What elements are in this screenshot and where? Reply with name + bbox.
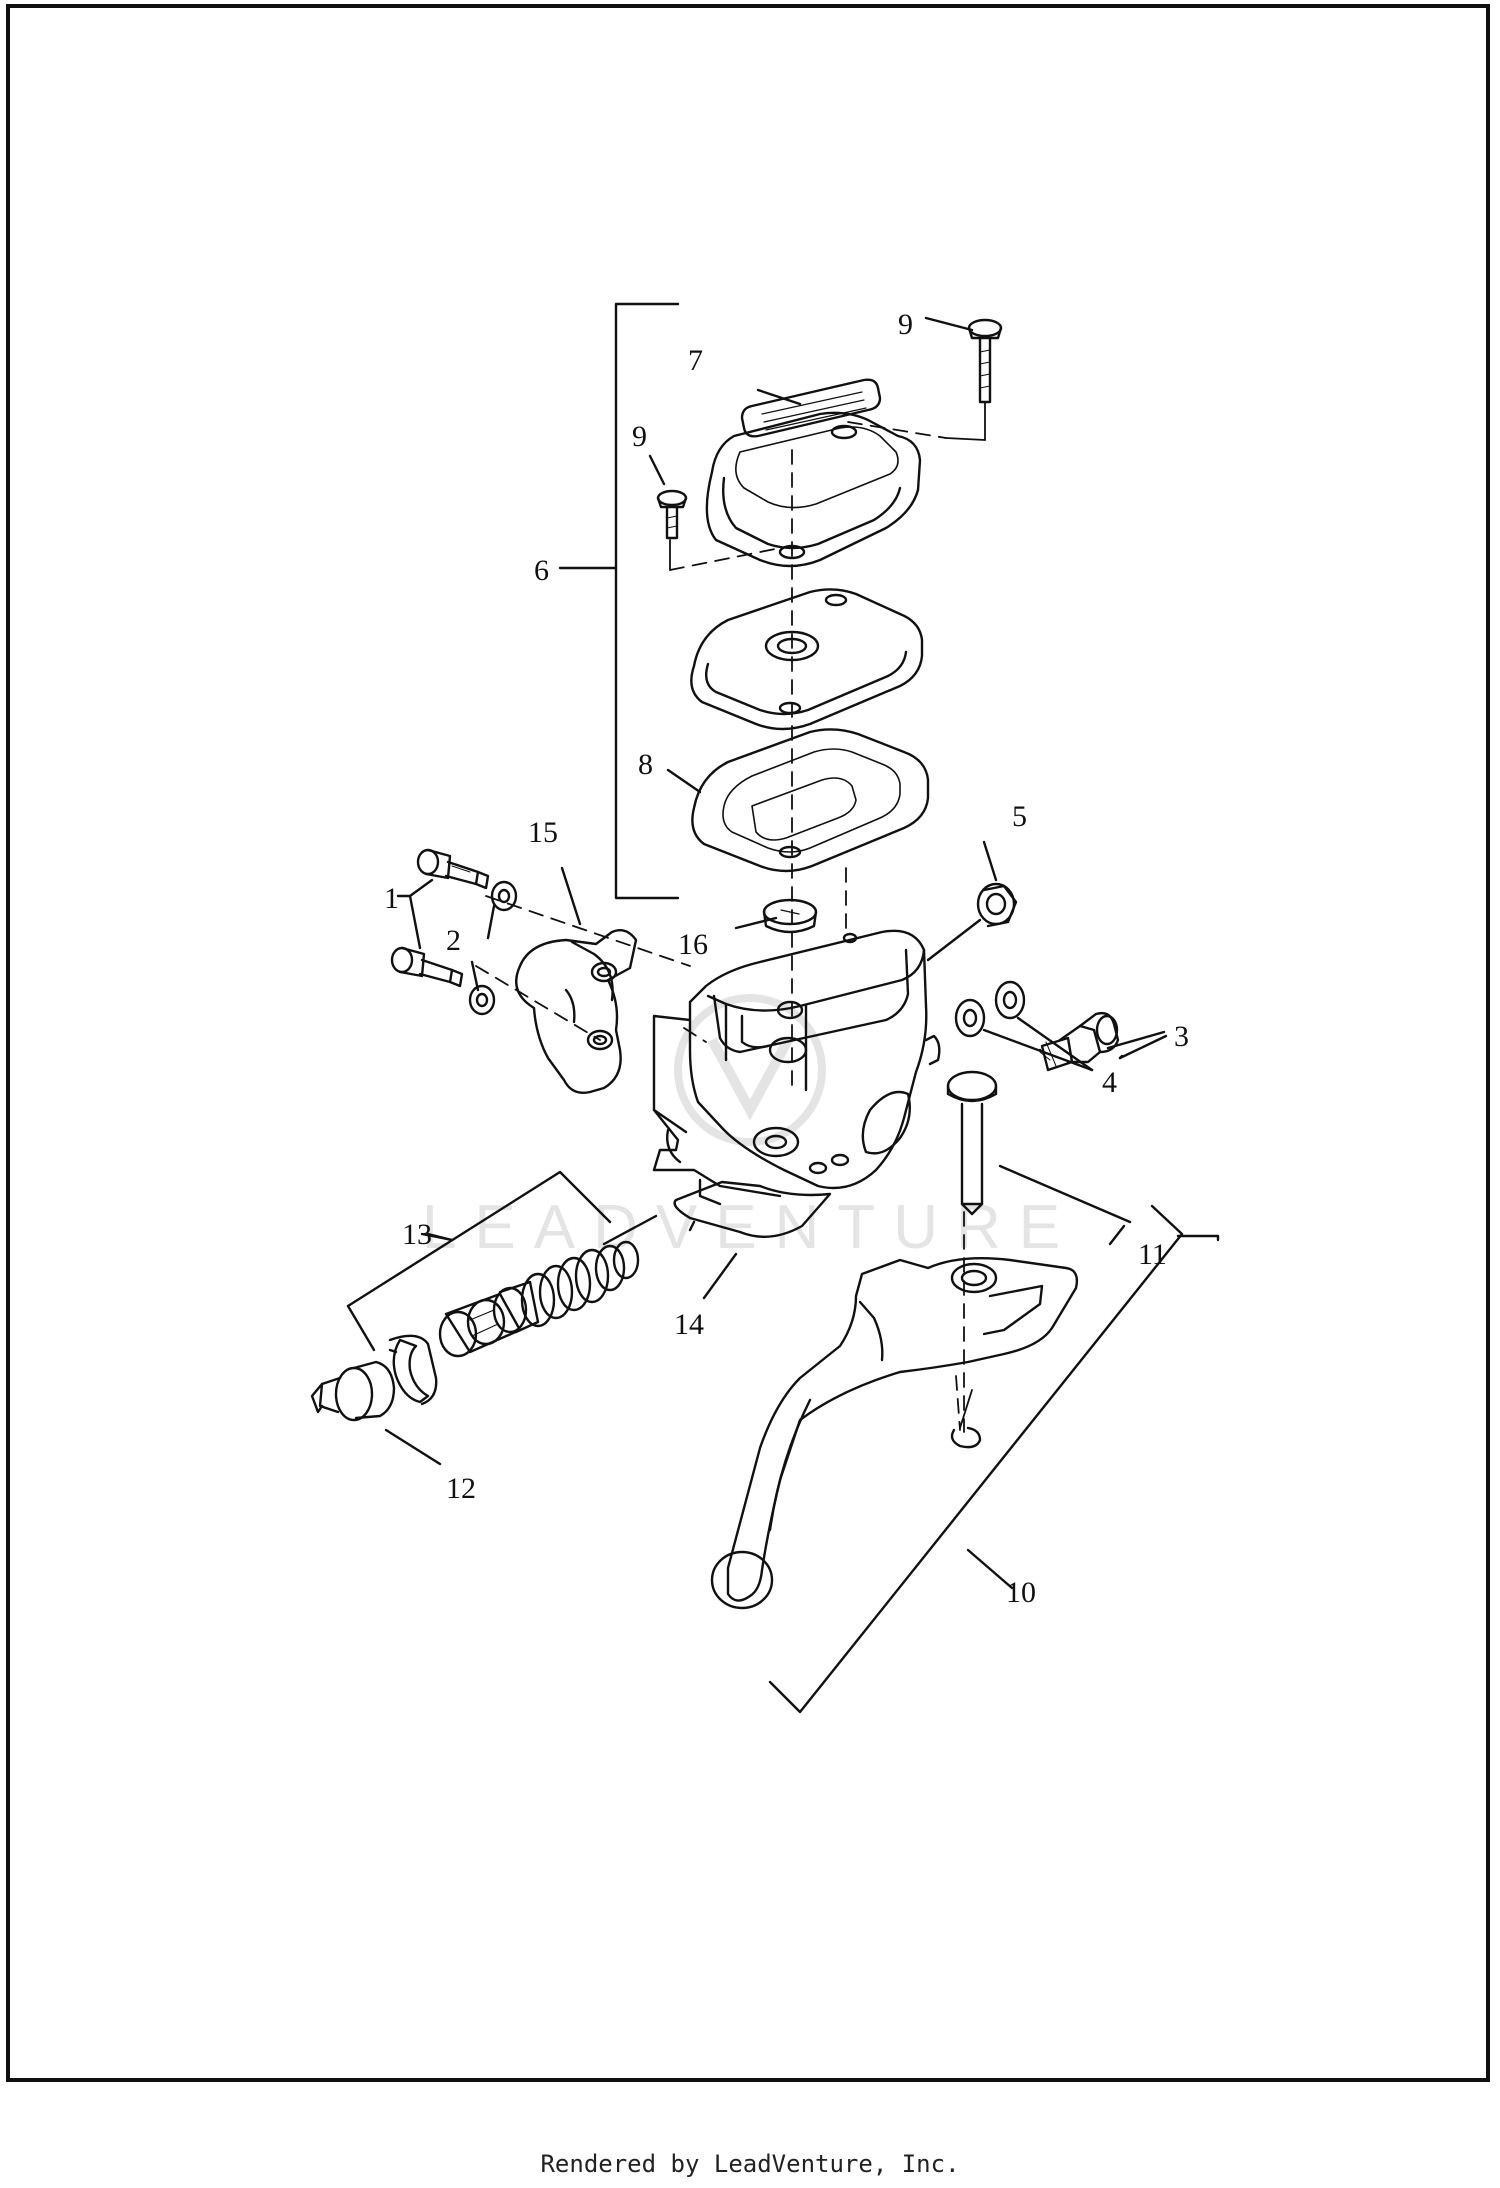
watermark-text: LEADVENTURE <box>422 1193 1078 1262</box>
part-1-bolt-lower <box>390 878 464 988</box>
part-14-leader <box>702 1252 738 1300</box>
bracket-6 <box>558 302 680 900</box>
callout-8: 8 <box>638 748 653 781</box>
part-3-banjo-bolt <box>1039 1011 1168 1072</box>
part-10-lever <box>710 1204 1184 1714</box>
callout-7: 7 <box>688 344 703 377</box>
part-13-piston <box>438 1280 540 1358</box>
part-4-washers <box>954 980 1094 1072</box>
callout-labels: 1 2 3 4 5 6 7 8 9 9 10 11 12 13 14 15 16 <box>384 308 1189 1609</box>
part-5-bushing <box>926 840 1018 962</box>
part-13-spring <box>520 1240 640 1328</box>
callout-10: 10 <box>1006 1576 1036 1609</box>
part-1-bolt-upper <box>416 848 490 890</box>
part-13-leader <box>420 1232 454 1242</box>
callout-13: 13 <box>402 1218 432 1251</box>
callout-9-left: 9 <box>632 420 647 453</box>
callout-5: 5 <box>1012 800 1027 833</box>
part-2-washers <box>468 880 518 1016</box>
callout-4: 4 <box>1102 1066 1117 1099</box>
part-15-clamp <box>515 866 638 1094</box>
part-9-screw-right <box>967 318 1003 404</box>
part-9-screw-left <box>648 316 974 540</box>
footer-credit: Rendered by LeadVenture, Inc. <box>540 2150 960 2178</box>
diagram-frame <box>6 4 1490 2082</box>
watermark: LEADVENTURE <box>422 994 1078 1262</box>
callout-11: 11 <box>1138 1238 1167 1271</box>
callout-16: 16 <box>678 928 708 961</box>
callout-3: 3 <box>1174 1020 1189 1053</box>
callout-9-right: 9 <box>898 308 913 341</box>
part-7-label-plate <box>740 378 882 438</box>
part-16-reservoir-cap <box>734 898 818 934</box>
reservoir-diaphragm-plate <box>690 588 924 731</box>
callout-12: 12 <box>446 1472 476 1505</box>
alignment-lines <box>475 401 986 1433</box>
part-12-boot <box>310 1360 442 1466</box>
callout-14: 14 <box>674 1308 704 1341</box>
master-cylinder-body <box>652 929 941 1238</box>
callout-6: 6 <box>534 554 549 587</box>
callout-15: 15 <box>528 816 558 849</box>
part-11-pivot-pin <box>946 1070 1132 1246</box>
part-8-gasket <box>666 728 930 873</box>
retaining-ring <box>388 1334 438 1406</box>
part-6-reservoir-cover <box>705 411 922 568</box>
bracket-10 <box>1176 1234 1220 1242</box>
part-3-leader-line <box>1106 1030 1166 1050</box>
callout-2: 2 <box>446 924 461 957</box>
callout-1: 1 <box>384 882 399 915</box>
